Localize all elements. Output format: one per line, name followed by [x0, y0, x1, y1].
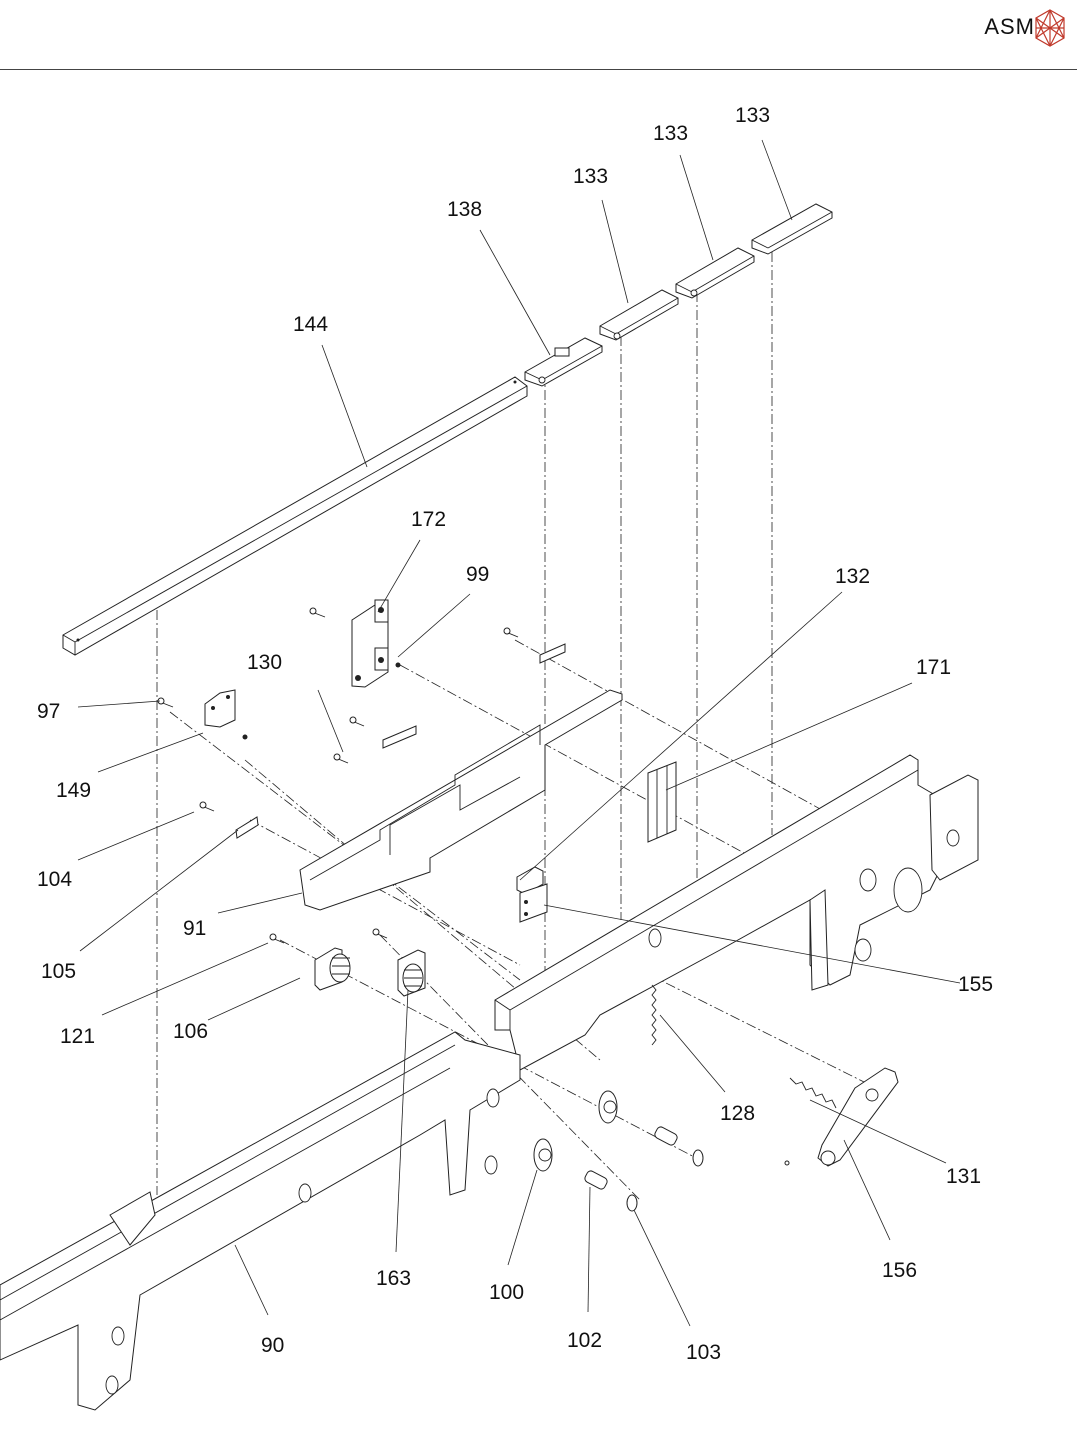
callout-97: 97 [37, 700, 60, 723]
callout-106: 106 [173, 1020, 208, 1043]
callout-128: 128 [720, 1102, 755, 1125]
part-149-bracket [205, 690, 235, 727]
part-100-disc [534, 1091, 617, 1171]
part-102-shaft [583, 1126, 678, 1191]
part-131-spring [790, 1078, 836, 1108]
part-103-ring [627, 1150, 703, 1211]
callout-99: 99 [466, 563, 489, 586]
callout-155: 155 [958, 973, 993, 996]
callout-149: 149 [56, 779, 91, 802]
callout-171: 171 [916, 656, 951, 679]
callout-144: 144 [293, 313, 328, 336]
part-172-plate [352, 600, 388, 687]
callout-172: 172 [411, 508, 446, 531]
callout-103: 103 [686, 1341, 721, 1364]
part-91-frame [300, 690, 622, 910]
callout-102: 102 [567, 1329, 602, 1352]
callout-130: 130 [247, 651, 282, 674]
callout-131: 131 [946, 1165, 981, 1188]
callout-91: 91 [183, 917, 206, 940]
part-171-plate [648, 762, 676, 842]
part-133-block-2 [676, 248, 754, 298]
part-133-block-3 [752, 204, 832, 254]
callout-138: 138 [447, 198, 482, 221]
part-90-chassis-lower [0, 1032, 520, 1410]
callout-133: 133 [573, 165, 608, 188]
part-105-strip [236, 817, 258, 838]
part-128-spring [652, 985, 656, 1045]
callout-132: 132 [835, 565, 870, 588]
part-163-gear [398, 950, 425, 996]
callout-121: 121 [60, 1025, 95, 1048]
callout-90: 90 [261, 1334, 284, 1357]
part-133-block-1 [600, 290, 678, 340]
part-106-gear [315, 948, 350, 990]
callout-133: 133 [735, 104, 770, 127]
part-144-rail [63, 377, 527, 655]
part-138-block [525, 338, 602, 386]
callout-105: 105 [41, 960, 76, 983]
callout-156: 156 [882, 1259, 917, 1282]
callout-104: 104 [37, 868, 72, 891]
callout-163: 163 [376, 1267, 411, 1290]
part-90-chassis [495, 755, 978, 1070]
callout-133: 133 [653, 122, 688, 145]
callout-100: 100 [489, 1281, 524, 1304]
